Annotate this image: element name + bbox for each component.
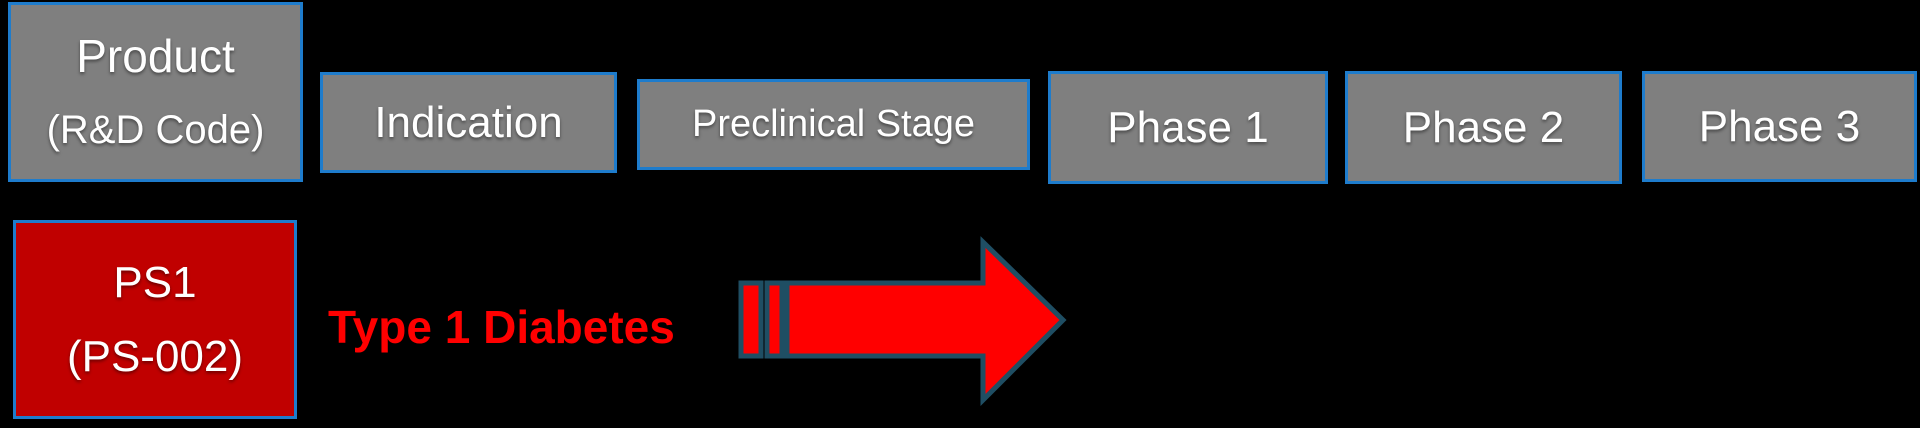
header-phase3-column: Phase 3 [1642, 71, 1917, 182]
preclinical-column-label: Preclinical Stage [691, 103, 976, 145]
arrow-stripe-2 [764, 280, 785, 359]
header-phase2-column: Phase 2 [1345, 71, 1622, 184]
phase1-column-label: Phase 1 [1107, 102, 1269, 152]
product-header-title: Product [76, 30, 235, 82]
indication-column-label: Indication [374, 97, 563, 147]
product-header-subtitle: (R&D Code) [46, 108, 265, 152]
header-preclinical-column: Preclinical Stage [637, 79, 1030, 170]
pipeline-row-indication: Type 1 Diabetes [328, 301, 675, 353]
arrow-stripe-1 [738, 280, 764, 359]
header-indication-column: Indication [320, 72, 617, 173]
product-rnd-code: (PS-002) [66, 331, 244, 381]
phase3-column-label: Phase 3 [1698, 101, 1861, 151]
header-phase1-column: Phase 1 [1048, 71, 1328, 184]
phase2-column-label: Phase 2 [1402, 102, 1565, 152]
product-name: PS1 [113, 257, 197, 307]
arrow-body [784, 236, 1067, 406]
progress-arrow [738, 236, 1067, 406]
pipeline-row-product-box: PS1 (PS-002) [13, 220, 297, 419]
header-product-column: Product (R&D Code) [8, 2, 303, 182]
